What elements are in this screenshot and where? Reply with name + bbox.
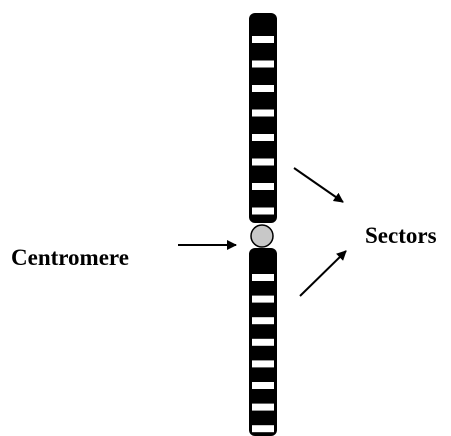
sectors-label: Sectors <box>365 223 437 248</box>
lower-arm-light-band <box>252 317 274 325</box>
upper-arm-light-band <box>252 60 274 68</box>
upper-arm-light-band <box>252 183 274 190</box>
chromosome <box>249 13 277 436</box>
upper-sector-arrow <box>293 167 344 203</box>
lower-arm-bands <box>252 274 274 433</box>
centromere <box>250 224 274 248</box>
upper-arm <box>249 13 277 223</box>
centromere-label: Centromere <box>11 245 129 270</box>
lower-arm-light-band <box>252 274 274 281</box>
lower-arm-light-band <box>252 403 274 411</box>
upper-arm-light-band <box>252 109 274 117</box>
lower-sector-arrow <box>299 250 347 297</box>
lower-arm-light-band <box>252 382 274 389</box>
lower-arm-light-band <box>252 360 274 368</box>
lower-arm-light-band <box>252 425 274 433</box>
upper-arm-light-band <box>252 36 274 43</box>
upper-arm-light-band <box>252 85 274 92</box>
upper-arm-light-band <box>252 134 274 141</box>
upper-arm-light-band <box>252 158 274 166</box>
upper-arm-bands <box>252 36 274 215</box>
lower-arm-light-band <box>252 338 274 346</box>
upper-arm-light-band <box>252 207 274 215</box>
lower-arm-light-band <box>252 295 274 303</box>
